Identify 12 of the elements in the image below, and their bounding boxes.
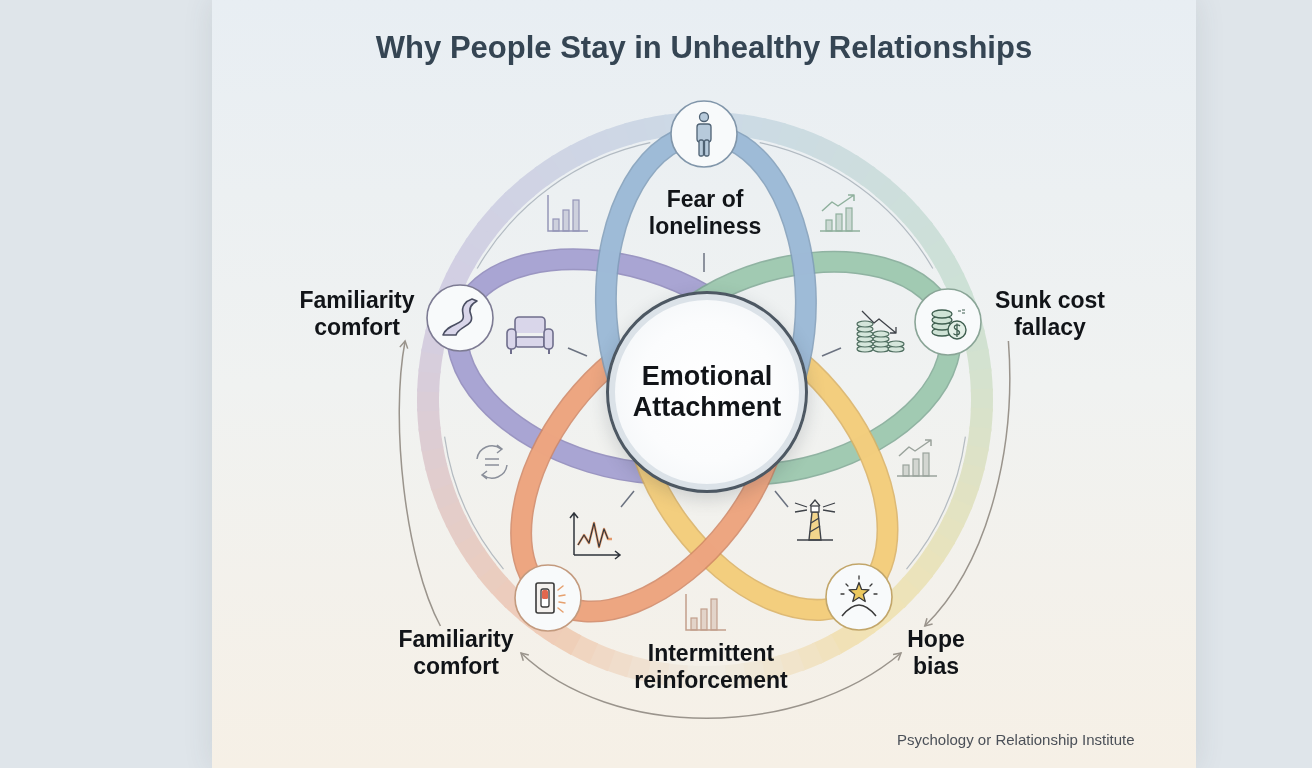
curved-arrow <box>520 652 902 719</box>
source-note: Psychology or Relationship Institute <box>897 731 1135 749</box>
factor-label: Sunk cost fallacy <box>985 287 1115 341</box>
factor-label: Hope bias <box>901 626 971 680</box>
curved-arrow <box>924 340 1011 627</box>
factor-label: Familiarity comfort <box>391 626 521 680</box>
factor-label: Intermittent reinforcement <box>633 640 789 694</box>
factor-label: Fear of loneliness <box>647 186 763 240</box>
factor-label: Familiarity comfort <box>292 287 422 341</box>
title: Why People Stay in Unhealthy Relationships <box>374 29 1034 67</box>
curved-arrow <box>398 340 442 627</box>
center-label: Emotional Attachment <box>631 361 783 423</box>
